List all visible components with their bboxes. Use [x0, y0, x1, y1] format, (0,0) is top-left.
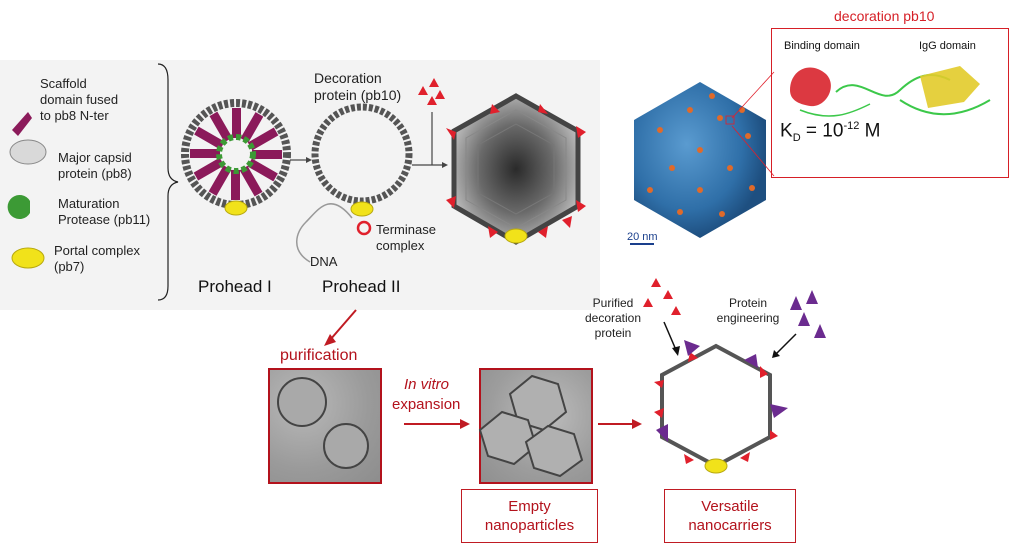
versatile-nanocarriers-box: Versatile nanocarriers [664, 489, 796, 543]
major-capsid-icon [9, 139, 47, 165]
legend-capsid-label: Major capsid protein (pb8) [58, 150, 132, 181]
kd-exponent: -12 [843, 120, 860, 132]
structure-title: decoration pb10 [834, 8, 935, 24]
protein-engineering-label: Protein engineering [716, 296, 780, 325]
prohead2-label: Prohead II [322, 277, 401, 296]
purified-triangles [643, 278, 681, 315]
nanocarrier-diagram [654, 340, 788, 474]
capsid-3d-render [630, 71, 775, 245]
micrograph-prohead [268, 368, 382, 484]
empty-nanoparticles-box: Empty nanoparticles [461, 489, 598, 543]
arrow-engineering [775, 333, 797, 355]
terminase-label: Terminase complex [376, 222, 436, 253]
dna-label: DNA [310, 254, 338, 269]
decoration-protein-label: Decoration protein (pb10) [314, 70, 402, 103]
arrow-to-purification [329, 309, 357, 341]
pb10-structure-cartoon [790, 66, 991, 117]
prohead1-label: Prohead I [198, 277, 272, 296]
arrow-purified [663, 321, 677, 351]
scaffold-icon [12, 112, 32, 136]
decoration-triangles [418, 78, 445, 105]
protease-icon [7, 195, 31, 219]
scale-bar-label: 20 nm [627, 231, 658, 243]
engineering-triangles [790, 290, 826, 338]
kd-equals: = 10 [800, 120, 844, 142]
purification-label: purification [280, 347, 358, 364]
kd-symbol: K [780, 120, 793, 142]
legend-brace [157, 63, 179, 301]
legend-protease-label: Maturation Protease (pb11) [58, 196, 151, 227]
dna-strand [296, 203, 353, 263]
kd-subscript: D [792, 132, 801, 145]
portal-icon [11, 247, 45, 269]
purified-protein-label: Purified decoration protein [584, 296, 642, 340]
prohead2-diagram [296, 103, 413, 263]
igg-domain-label: IgG domain [919, 40, 976, 52]
kd-unit: M [859, 120, 881, 142]
micrograph-particles [277, 374, 584, 478]
kd-value: KD = 10-12 M [780, 120, 880, 144]
legend-scaffold-label: Scaffold domain fused to pb8 N-ter [40, 76, 119, 123]
binding-domain-label: Binding domain [784, 40, 860, 52]
expanded-capsid-diagram [446, 93, 586, 245]
expansion-label: expansion [392, 396, 461, 413]
legend-portal-label: Portal complex (pb7) [54, 243, 140, 274]
prohead1-diagram [181, 99, 291, 216]
invitro-label: In vitro [404, 376, 450, 393]
